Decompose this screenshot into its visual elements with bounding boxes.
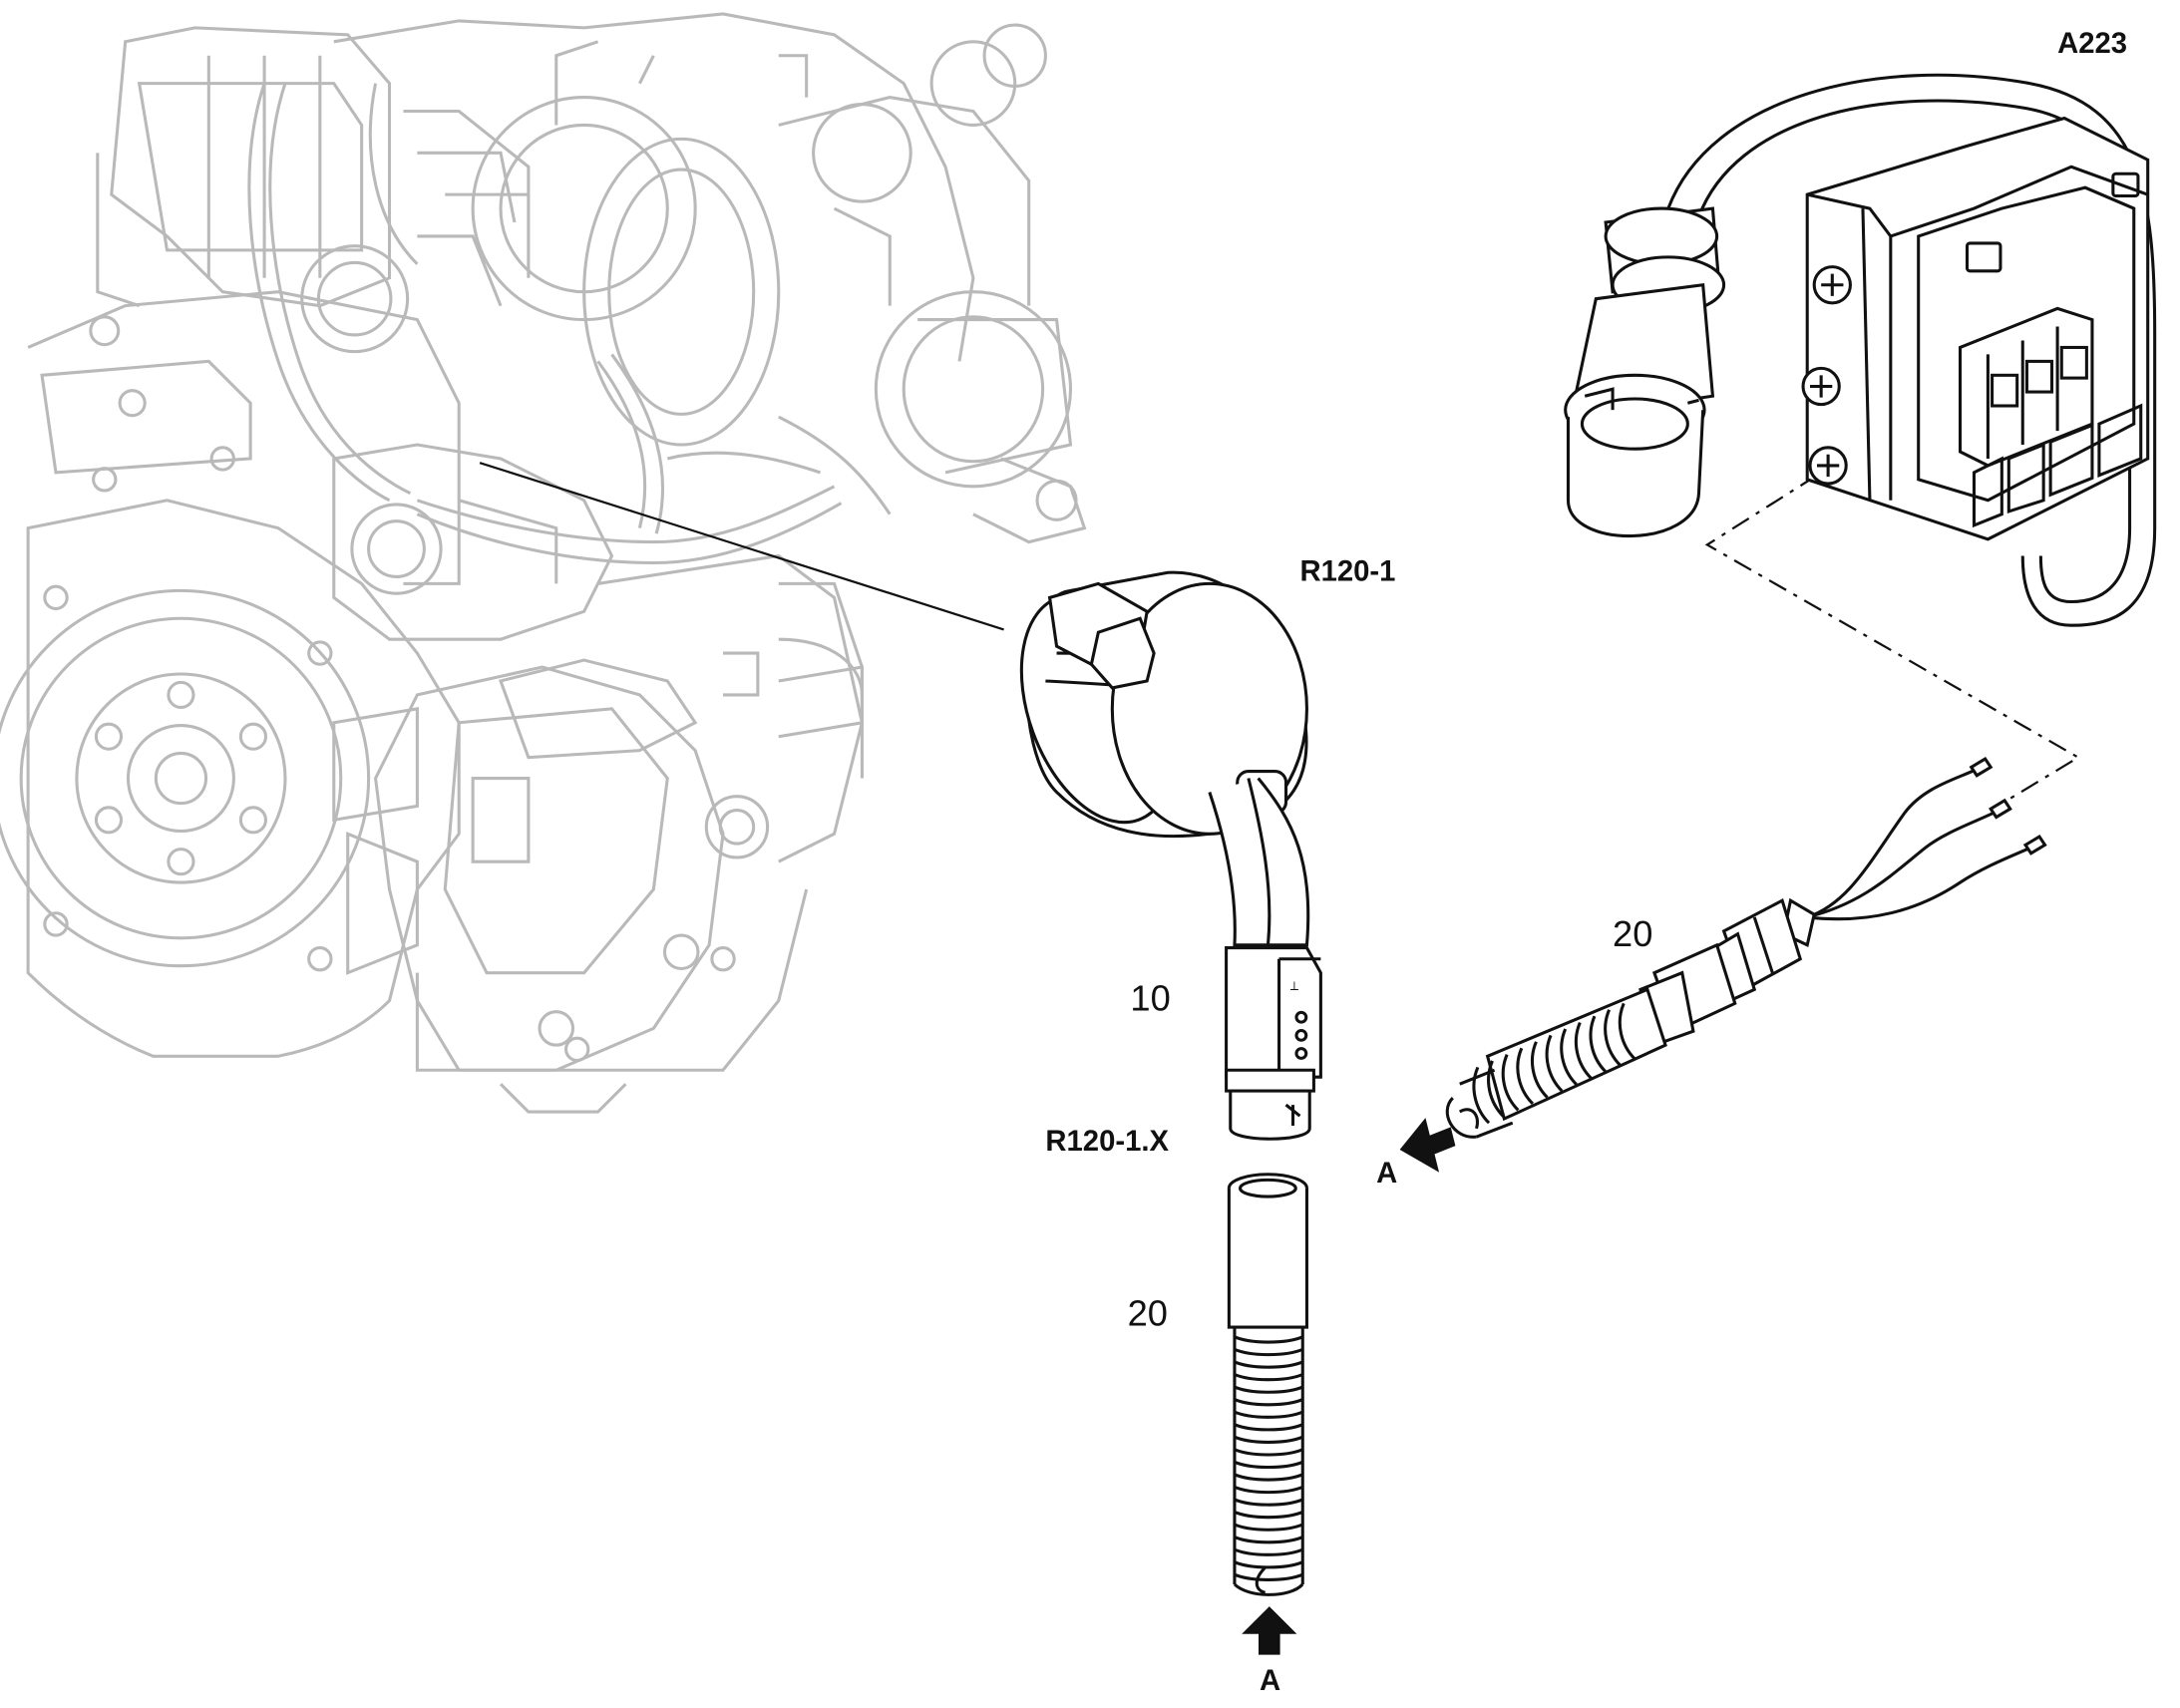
conduit-rib: [1234, 1523, 1303, 1532]
conduit-rib: [1234, 1572, 1303, 1581]
conduit-rib: [1234, 1435, 1303, 1444]
label-view-a-bottom: A: [1260, 1665, 1280, 1697]
conduit-rib: [1234, 1385, 1303, 1394]
conduit-rib: [1234, 1547, 1303, 1556]
conduit-vertical: [1227, 1173, 1308, 1596]
svg-text:⟂: ⟂: [1290, 978, 1299, 992]
conduit-rib: [1234, 1347, 1303, 1357]
conduit-rib: [1618, 1002, 1636, 1061]
conduit-rib: [1234, 1511, 1303, 1520]
conduit-diagonal: [1445, 756, 2047, 1139]
conduit-rib: [1234, 1410, 1303, 1419]
conduit-rib: [1516, 1047, 1535, 1106]
conduit-rib: [1234, 1485, 1303, 1495]
label-a223: A223: [2057, 28, 2127, 60]
conduit-rib: [1234, 1460, 1303, 1469]
label-view-a-right: A: [1376, 1158, 1397, 1190]
label-item-10: 10: [1130, 977, 1170, 1018]
conduit-rib: [1487, 1060, 1505, 1118]
conduit-rib: [1234, 1560, 1303, 1569]
leader-lines: [479, 462, 2081, 808]
arrow-up-icon: [1242, 1606, 1297, 1655]
arrow-left-icon: [1399, 1118, 1456, 1173]
engine-illustration: [0, 12, 1087, 1114]
conduit-rib: [1589, 1015, 1608, 1073]
label-item-20-vertical: 20: [1128, 1293, 1168, 1334]
connector-box-a223: [1564, 73, 2157, 627]
label-r120-1-x: R120-1.X: [1045, 1126, 1169, 1158]
conduit-rib: [1234, 1423, 1303, 1432]
sensor-r120-1: ⟂: [1019, 570, 1322, 1141]
conduit-rib: [1234, 1398, 1303, 1407]
conduit-rib: [1234, 1335, 1303, 1344]
conduit-rib: [1234, 1373, 1303, 1382]
conduit-rib: [1234, 1536, 1303, 1544]
conduit-rib: [1234, 1360, 1303, 1369]
conduit-rib: [1574, 1021, 1593, 1080]
label-r120-1: R120-1: [1299, 556, 1395, 588]
conduit-rib: [1545, 1034, 1564, 1093]
conduit-rib: [1560, 1028, 1578, 1086]
conduit-rib: [1604, 1009, 1622, 1067]
label-item-20-diagonal: 20: [1613, 913, 1652, 954]
conduit-rib: [1472, 1066, 1491, 1125]
conduit-rib: [1501, 1054, 1520, 1112]
conduit-rib: [1531, 1041, 1549, 1099]
conduit-rib: [1234, 1498, 1303, 1507]
conduit-rib: [1234, 1473, 1303, 1482]
conduit-rib: [1234, 1448, 1303, 1457]
